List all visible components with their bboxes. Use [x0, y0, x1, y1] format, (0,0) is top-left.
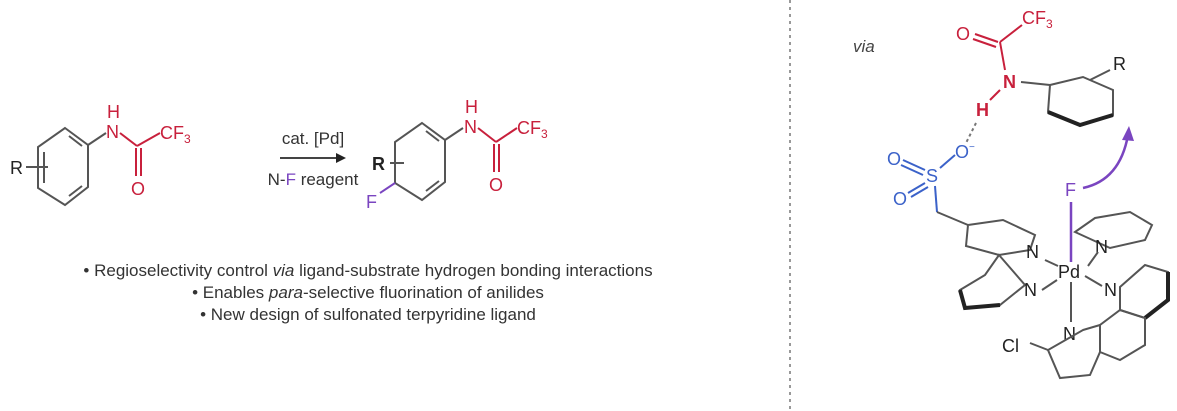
catalyst-label: cat. [Pd]: [282, 129, 344, 148]
o-label: O: [131, 179, 145, 199]
h-label: H: [107, 102, 120, 122]
r-label: R: [1113, 54, 1126, 74]
o-label: O: [893, 189, 907, 209]
s-label: S: [926, 166, 938, 186]
product-r-label: R: [372, 154, 385, 174]
n-label: N: [1104, 280, 1117, 300]
product-structure: R F N H O CF3: [366, 97, 548, 212]
cf3-label: CF3: [1022, 8, 1053, 31]
o-minus-label: O−: [955, 142, 975, 162]
reaction-arrow: [280, 153, 346, 163]
n-label: N: [1003, 72, 1016, 92]
product-f-label: F: [366, 192, 377, 212]
pd-label: Pd: [1058, 262, 1080, 282]
intermediate-structure: via O CF3 N H R O− S O O: [853, 8, 1170, 380]
n-label: N: [1095, 237, 1108, 257]
h-label: H: [976, 100, 989, 120]
f-label: F: [1065, 180, 1076, 200]
product-o-label: O: [489, 175, 503, 195]
bullet-1: • Regioselectivity control via ligand-su…: [83, 261, 652, 280]
cl-label: Cl: [1002, 336, 1019, 356]
cf3-label: CF3: [160, 123, 191, 146]
reagent-label: N-F reagent: [268, 170, 359, 189]
o-label: O: [956, 24, 970, 44]
product-h-label: H: [465, 97, 478, 117]
n-label: N: [106, 122, 119, 142]
product-cf3-label: CF3: [517, 118, 548, 141]
reactant-structure: R N H O CF3: [10, 102, 191, 207]
r-label: R: [10, 158, 23, 178]
migration-arrow: [1082, 134, 1130, 190]
product-n-label: N: [464, 117, 477, 137]
bullet-3: • New design of sulfonated terpyridine l…: [200, 305, 536, 324]
n-label: N: [1024, 280, 1037, 300]
via-label: via: [853, 37, 875, 56]
o-label: O: [887, 149, 901, 169]
bullet-2: • Enables para-selective fluorination of…: [192, 283, 544, 302]
n-label: N: [1026, 242, 1039, 262]
